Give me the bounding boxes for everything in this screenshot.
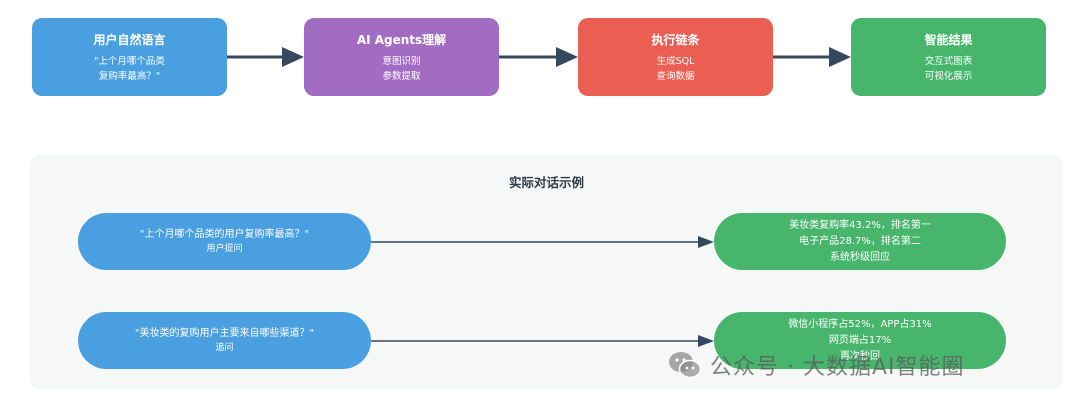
flow-box-line: 生成SQL — [656, 55, 695, 67]
answer-line: 电子产品28.7%，排名第二 — [799, 235, 921, 247]
flow-box-title: 智能结果 — [924, 32, 973, 47]
flow-box-title: 用户自然语言 — [93, 32, 166, 47]
example-panel: 实际对话示例 "上个月哪个品类的用户复购率最高？" 用户提问 美妆类复购率43.… — [30, 155, 1063, 389]
answer-bubble: 美妆类复购率43.2%，排名第一 电子产品28.7%，排名第二 系统秒级回应 — [714, 213, 1006, 270]
flow-box-line: 参数提取 — [382, 70, 421, 82]
question-role: 追问 — [215, 343, 234, 353]
question-bubble: "上个月哪个品类的用户复购率最高？" 用户提问 — [78, 213, 371, 270]
flow-box-title: AI Agents理解 — [356, 32, 447, 47]
flow-arrow-head-3 — [829, 47, 851, 67]
flow-box-title: 执行链条 — [651, 32, 700, 47]
flow-box-user-language: 用户自然语言 "上个月哪个品类 复购率最高？" — [32, 18, 227, 96]
flow-box-execution-chain: 执行链条 生成SQL 查询数据 — [578, 18, 773, 96]
wechat-icon — [669, 352, 702, 379]
answer-line: 系统秒级回应 — [830, 251, 890, 263]
flow-box-line: 意图识别 — [382, 55, 421, 67]
question-text: "上个月哪个品类的用户复购率最高？" — [139, 229, 310, 240]
answer-bubble: 微信小程序占52%，APP占31% 网页端占17% 再次秒回 — [714, 312, 1006, 369]
flow-box-ai-agents: AI Agents理解 意图识别 参数提取 — [304, 18, 499, 96]
flow-box-smart-result: 智能结果 交互式图表 可视化展示 — [851, 18, 1046, 96]
flow-box-line: 查询数据 — [656, 70, 695, 82]
flow-box-line: 复购率最高？" — [98, 70, 161, 82]
question-bubble: "美妆类的复购用户主要来自哪些渠道？" 追问 — [78, 312, 371, 369]
answer-line: 网页端占17% — [828, 334, 892, 346]
watermark-text: 公众号 · 大数据AI智能圈 — [710, 355, 965, 380]
example-title: 实际对话示例 — [508, 175, 584, 190]
answer-line: 美妆类复购率43.2%，排名第一 — [789, 219, 931, 231]
flow-arrow-head-1 — [282, 47, 304, 67]
question-text: "美妆类的复购用户主要来自哪些渠道？" — [134, 328, 315, 339]
question-role: 用户提问 — [206, 244, 243, 254]
answer-line: 再次秒回 — [840, 350, 880, 362]
flow-box-line: 交互式图表 — [924, 55, 973, 67]
answer-line: 微信小程序占52%，APP占31% — [788, 318, 932, 330]
flow-box-line: 可视化展示 — [924, 70, 973, 82]
watermark: 公众号 · 大数据AI智能圈 — [668, 347, 965, 383]
flow-box-line: "上个月哪个品类 — [94, 55, 165, 67]
flow-arrow-head-2 — [556, 47, 578, 67]
